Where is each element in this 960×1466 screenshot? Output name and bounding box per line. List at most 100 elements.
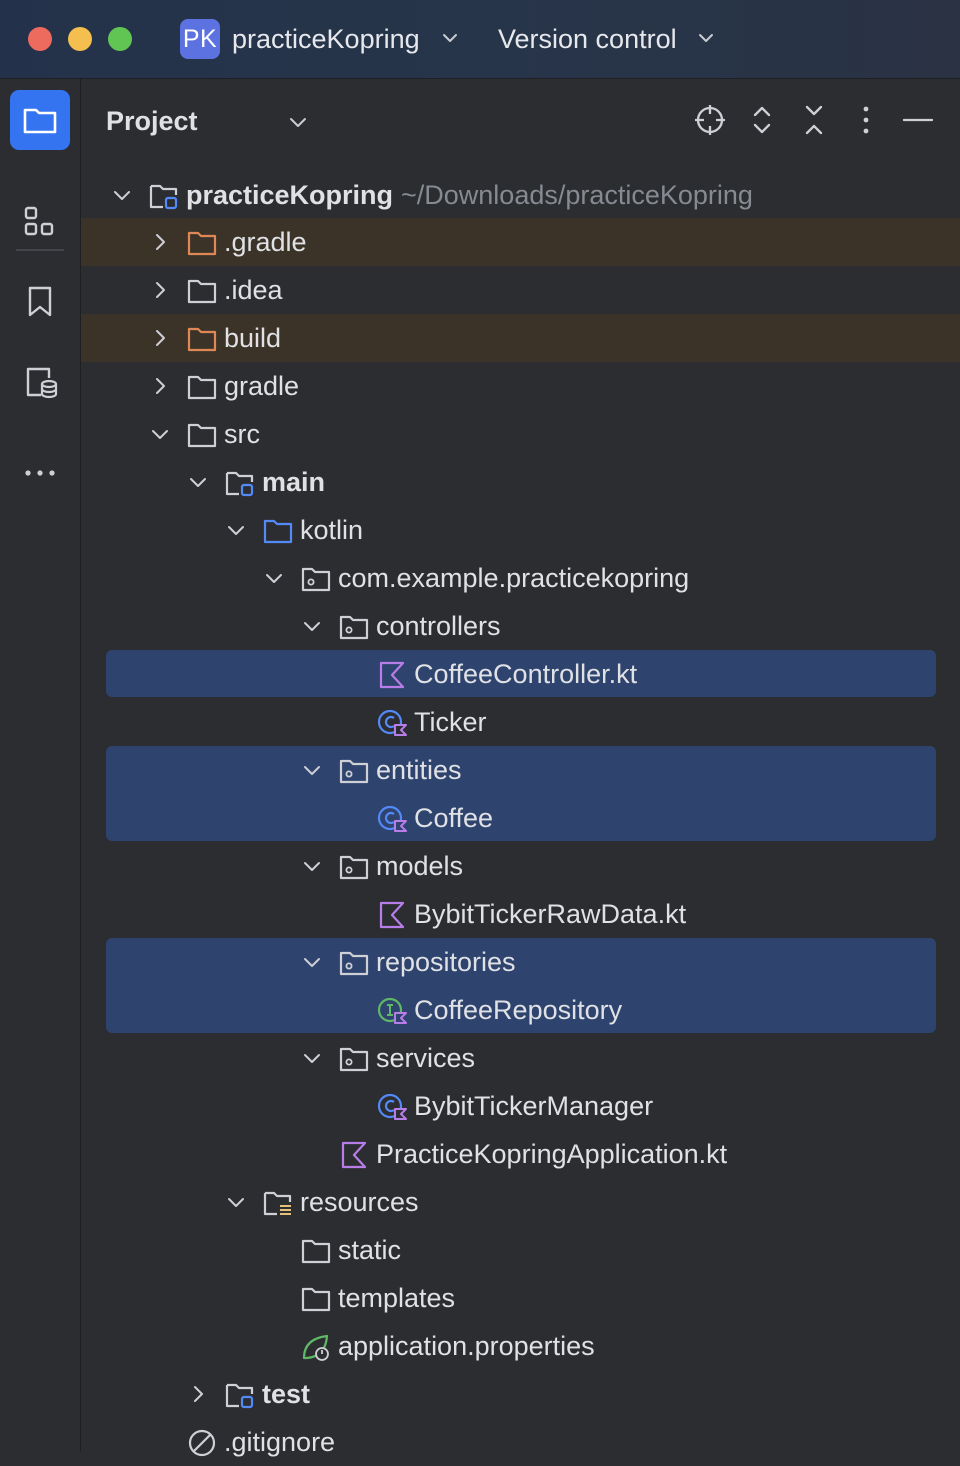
zoom-window-button[interactable] — [108, 27, 132, 51]
tree-node-folder[interactable]: main — [81, 458, 960, 506]
tree-node-label: com.example.practicekopring — [338, 563, 690, 593]
tree-node-project-root[interactable]: practiceKopring ~/Downloads/practiceKopr… — [81, 171, 960, 219]
kotlin-file-icon — [379, 661, 405, 689]
tree-node-class[interactable]: Ticker — [81, 698, 960, 746]
chevron-right-icon[interactable] — [149, 375, 171, 397]
kotlin-class-icon — [377, 1093, 407, 1120]
project-path: ~/Downloads/practiceKopring — [401, 180, 753, 210]
resources-folder-icon — [263, 1191, 292, 1216]
chevron-down-icon[interactable] — [287, 111, 309, 133]
tree-node-folder[interactable]: src — [81, 410, 960, 458]
structure-tool-button[interactable] — [10, 192, 70, 252]
tree-node-package[interactable]: repositories — [81, 938, 960, 986]
tree-node-file[interactable]: PracticeKopringApplication.kt — [81, 1130, 960, 1178]
tree-node-label: build — [224, 323, 282, 353]
tree-node-folder[interactable]: resources — [81, 1178, 960, 1226]
tree-node-folder[interactable]: static — [81, 1226, 960, 1274]
tree-node-file[interactable]: .gitignore — [81, 1418, 960, 1466]
tool-window-strip — [0, 79, 81, 1452]
project-tree: practiceKopring ~/Downloads/practiceKopr… — [81, 171, 960, 1457]
tree-node-label: models — [376, 851, 464, 881]
collapse-all-icon — [805, 105, 823, 135]
ignored-file-icon — [188, 1429, 216, 1457]
locate-file-button[interactable] — [691, 101, 729, 139]
tree-node-folder[interactable]: build — [81, 314, 960, 362]
tree-node-folder[interactable]: templates — [81, 1274, 960, 1322]
tree-node-label: services — [376, 1043, 476, 1073]
kotlin-file-icon — [341, 1141, 367, 1169]
bookmarks-tool-button[interactable] — [10, 272, 70, 332]
chevron-down-icon[interactable] — [301, 759, 323, 781]
tree-node-label: templates — [338, 1283, 456, 1313]
more-icon — [25, 470, 55, 476]
hide-panel-button[interactable] — [899, 101, 937, 139]
database-icon — [26, 367, 58, 399]
chevron-down-icon[interactable] — [696, 28, 716, 48]
tree-node-file[interactable]: CoffeeController.kt — [81, 650, 960, 698]
tree-node-label: PracticeKopringApplication.kt — [376, 1139, 728, 1169]
tree-node-label: gradle — [224, 371, 300, 401]
tree-node-folder[interactable]: test — [81, 1370, 960, 1418]
tree-node-class[interactable]: Coffee — [81, 794, 960, 842]
close-window-button[interactable] — [28, 27, 52, 51]
package-icon — [339, 615, 369, 640]
more-tools-button[interactable] — [10, 432, 70, 492]
chevron-right-icon[interactable] — [149, 327, 171, 349]
tree-node-package[interactable]: services — [81, 1034, 960, 1082]
folder-icon — [187, 423, 217, 448]
project-panel-header: Project — [81, 79, 960, 163]
excluded-folder-icon — [187, 231, 217, 256]
tree-node-interface[interactable]: CoffeeRepository — [81, 986, 960, 1034]
tree-node-file[interactable]: BybitTickerRawData.kt — [81, 890, 960, 938]
tree-node-label: src — [224, 419, 260, 449]
project-tool-button[interactable] — [10, 90, 70, 150]
chevron-down-icon[interactable] — [225, 519, 247, 541]
chevron-down-icon[interactable] — [301, 951, 323, 973]
chevron-down-icon[interactable] — [301, 615, 323, 637]
tree-node-folder[interactable]: .gradle — [81, 218, 960, 266]
project-selector[interactable]: practiceKopring — [232, 24, 420, 54]
chevron-down-icon[interactable] — [149, 423, 171, 445]
database-tool-button[interactable] — [10, 352, 70, 412]
module-folder-icon — [149, 184, 178, 210]
chevron-right-icon[interactable] — [149, 231, 171, 253]
spring-properties-icon — [302, 1334, 329, 1361]
tree-node-label: .idea — [224, 275, 283, 305]
expand-all-button[interactable] — [743, 101, 781, 139]
project-badge[interactable]: PK — [180, 19, 220, 59]
chevron-down-icon[interactable] — [301, 855, 323, 877]
chevron-down-icon[interactable] — [301, 1047, 323, 1069]
tree-node-label: CoffeeRepository — [414, 995, 623, 1025]
options-button[interactable] — [847, 101, 885, 139]
tree-node-package[interactable]: entities — [81, 746, 960, 794]
chevron-right-icon[interactable] — [149, 279, 171, 301]
tree-node-label: application.properties — [338, 1331, 595, 1361]
tree-node-package[interactable]: models — [81, 842, 960, 890]
title-bar: PK practiceKopring Version control — [0, 0, 960, 79]
tree-node-label: kotlin — [300, 515, 364, 545]
chevron-down-icon[interactable] — [263, 567, 285, 589]
tree-node-class[interactable]: BybitTickerManager — [81, 1082, 960, 1130]
tree-node-label: main — [262, 467, 326, 497]
chevron-down-icon[interactable] — [187, 471, 209, 493]
tree-node-file[interactable]: application.properties — [81, 1322, 960, 1370]
tree-node-label: resources — [300, 1187, 419, 1217]
chevron-down-icon[interactable] — [440, 28, 460, 48]
chevron-right-icon[interactable] — [187, 1383, 209, 1405]
chevron-down-icon[interactable] — [111, 184, 133, 206]
panel-title[interactable]: Project — [106, 106, 198, 136]
tree-node-folder[interactable]: kotlin — [81, 506, 960, 554]
minimize-window-button[interactable] — [68, 27, 92, 51]
tree-node-package[interactable]: controllers — [81, 602, 960, 650]
chevron-down-icon[interactable] — [225, 1191, 247, 1213]
tree-node-folder[interactable]: .idea — [81, 266, 960, 314]
tree-node-folder[interactable]: gradle — [81, 362, 960, 410]
folder-icon — [187, 279, 217, 304]
kotlin-file-icon — [379, 901, 405, 929]
tree-node-label: Coffee — [414, 803, 494, 833]
version-control-selector[interactable]: Version control — [498, 24, 677, 54]
kotlin-class-icon — [377, 709, 407, 736]
collapse-all-button[interactable] — [795, 101, 833, 139]
selection-highlight — [106, 746, 936, 841]
tree-node-package[interactable]: com.example.practicekopring — [81, 554, 960, 602]
